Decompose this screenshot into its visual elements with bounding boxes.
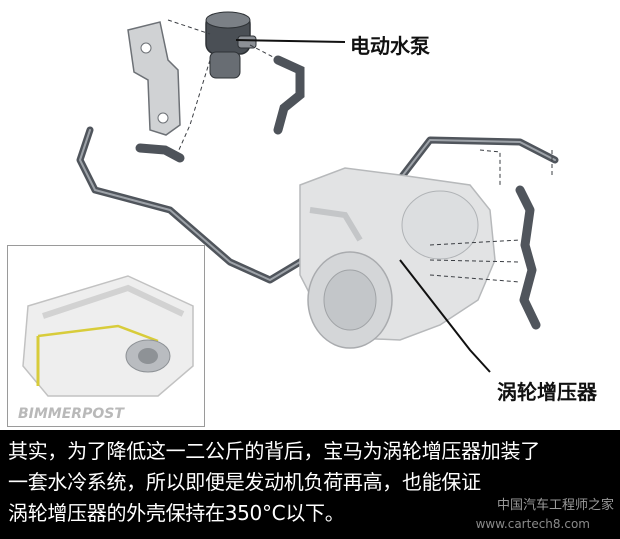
watermark-url: www.cartech8.com bbox=[475, 517, 590, 531]
caption-line-2: 一套水冷系统，所以即便是发动机负荷再高，也能保证 bbox=[8, 470, 481, 494]
pump-bracket bbox=[127, 21, 181, 136]
caption-box: 其实，为了降低这一二公斤的背后，宝马为涡轮增压器加装了 一套水冷系统，所以即便是… bbox=[0, 430, 620, 539]
callout-electric-water-pump: 电动水泵 bbox=[350, 34, 430, 58]
caption-line-1: 其实，为了降低这一二公斤的背后，宝马为涡轮增压器加装了 bbox=[8, 439, 540, 463]
turbo-cooling-illustration bbox=[76, 11, 559, 373]
assembly-guides bbox=[167, 19, 553, 283]
watermark-text: 中国汽车工程师之家 bbox=[496, 498, 614, 513]
inset-brand-logo: BIMMERPOST bbox=[18, 406, 124, 422]
callout-leaders bbox=[235, 39, 491, 373]
callout-turbocharger: 涡轮增压器 bbox=[497, 380, 597, 404]
electric-water-pump bbox=[205, 11, 257, 79]
pump-hoses bbox=[135, 55, 305, 163]
diagram-figure: BIMMERPOST 电动水泵 涡轮增压器 bbox=[7, 11, 597, 427]
turbocharger-illustration bbox=[299, 167, 496, 349]
caption-line-3: 涡轮增压器的外壳保持在350°C以下。 bbox=[8, 501, 345, 525]
engine-inset: BIMMERPOST bbox=[7, 245, 205, 427]
engine-inset-illustration bbox=[22, 275, 194, 397]
coolant-line bbox=[76, 126, 559, 330]
